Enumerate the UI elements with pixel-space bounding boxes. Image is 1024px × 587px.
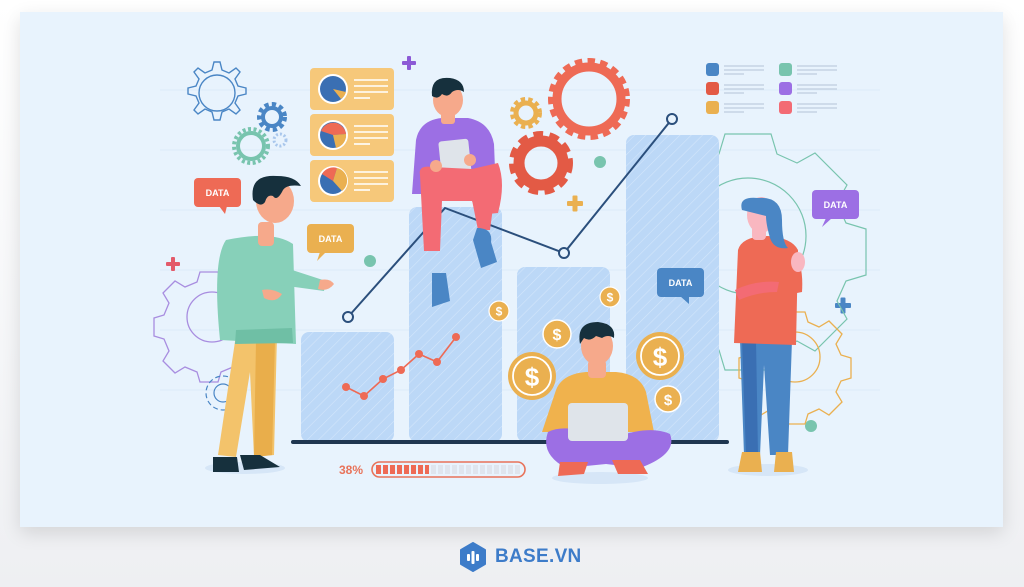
brand-name: BASE.VN [495,546,582,567]
svg-text:DATA: DATA [206,188,230,198]
gear-icon [509,131,573,195]
person-standing-left [205,175,334,474]
gear-icon [187,61,247,121]
svg-text:$: $ [525,362,540,392]
progress-track [431,465,520,474]
progress-indicator: 38% [339,461,526,478]
svg-text:$: $ [607,291,614,305]
report-card [310,160,394,202]
svg-text:38%: 38% [339,463,363,477]
coin-icon: $ [508,352,556,400]
dot-decoration [594,156,606,168]
dot-decoration [805,420,817,432]
coin-icon: $ [599,286,621,308]
speech-bubble-data: DATA [307,224,354,261]
svg-text:DATA: DATA [824,200,848,210]
coin-icon: $ [542,319,572,349]
person-sitting-on-bar [412,77,502,307]
svg-text:$: $ [664,392,673,409]
mini-line-chart [342,333,460,400]
base-logo-icon [460,542,486,572]
gear-icon [257,102,287,132]
chart-bar [409,207,502,442]
report-card-stack [310,68,394,202]
report-card [310,68,394,110]
trend-line [342,113,678,323]
progress-fill [376,465,429,474]
plus-icon [166,257,180,271]
svg-text:DATA: DATA [669,278,693,288]
tablet-icon [438,138,472,178]
svg-text:$: $ [553,327,562,344]
plus-icon [567,195,583,212]
plus-icon [402,56,416,70]
speech-bubble-data: DATA [812,190,859,227]
person-standing-right [728,197,808,476]
report-card [310,114,394,156]
speech-bubble-data: DATA [657,268,704,304]
legend [706,63,837,114]
dot-decoration [364,255,376,267]
gear-icon [510,97,542,129]
svg-text:$: $ [496,305,503,319]
laptop-icon [568,403,628,441]
pie-chart-icon [333,89,346,99]
coin-icon: $ [488,300,510,322]
gear-icon [232,127,270,165]
gear-icon [548,58,630,140]
gear-icon [272,132,288,148]
coin-icon: $ [654,385,682,413]
svg-text:$: $ [653,342,668,372]
svg-text:DATA: DATA [319,234,343,244]
coin-icon: $ [636,332,684,380]
brand-logo: BASE.VN [459,541,582,573]
speech-bubble-data: DATA [194,178,241,214]
person-with-laptop [542,322,672,484]
